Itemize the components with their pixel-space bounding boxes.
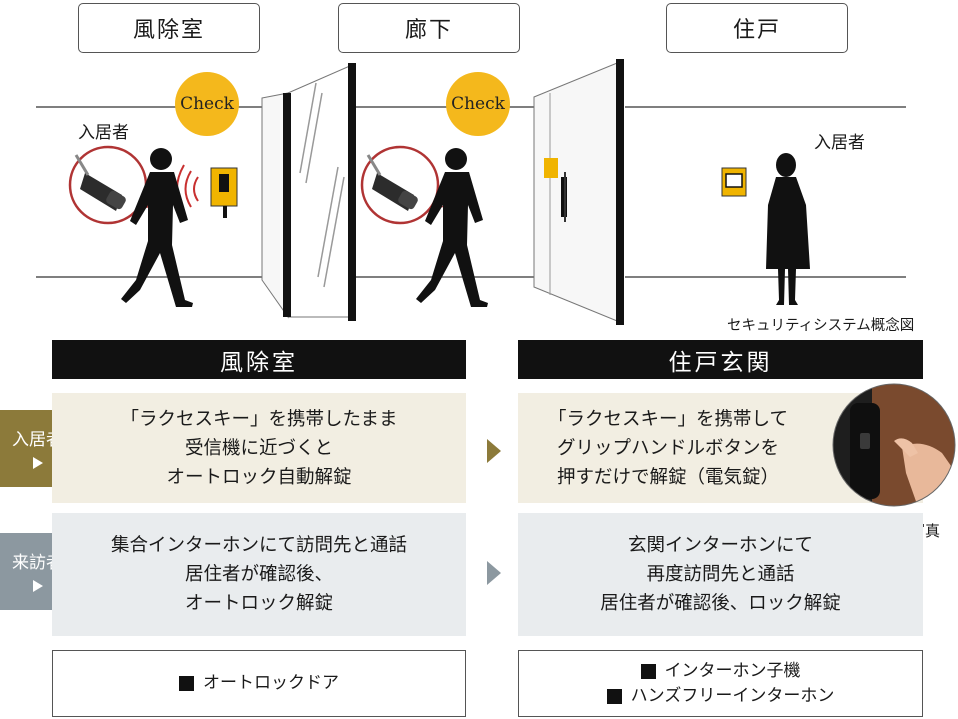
cell-line: 押すだけで解錠（電気錠） <box>556 466 779 488</box>
visitor-unit-entrance-cell: 玄関インターホンにて 再度訪問先と通話 居住者が確認後、ロック解錠 <box>518 513 923 636</box>
check-badge-vestibule: Check <box>175 72 239 136</box>
zone-label-corridor: 廊下 <box>338 3 520 53</box>
standing-resident-silhouette <box>766 153 810 305</box>
resident-label-right: 入居者 <box>814 133 865 153</box>
concept-diagram-caption: セキュリティシステム概念図 <box>727 318 915 334</box>
arrow-right-icon <box>487 439 501 463</box>
cell-line: 居住者が確認後、 <box>184 564 333 585</box>
cell-line: 「ラクセスキー」を携帯して <box>548 408 788 430</box>
play-arrow-icon <box>32 456 43 469</box>
cell-line: オートロック自動解錠 <box>166 466 352 488</box>
row-tag-visitor-label: 来訪者 <box>12 552 63 573</box>
legend-vestibule: オートロックドア <box>52 650 466 717</box>
legend-unit-entrance: インターホン子機 ハンズフリーインターホン <box>518 650 923 717</box>
legend-item: インターホン子機 <box>640 659 801 684</box>
row-tag-resident-label: 入居者 <box>12 429 63 450</box>
arrow-right-icon <box>487 561 501 585</box>
vestibule-wall <box>261 92 289 319</box>
autolock-glass-door <box>283 63 356 321</box>
cell-line: グリップハンドルボタンを <box>556 437 779 459</box>
cell-line: 受信機に近づくと <box>184 437 333 459</box>
legend-item: オートロックドア <box>179 671 339 696</box>
security-scene-illustration <box>36 59 906 325</box>
hands-free-intercom-icon <box>721 167 747 197</box>
check-badge-unit-door: Check <box>446 72 510 136</box>
unit-entrance-door <box>533 59 624 325</box>
legend-item-label: ハンズフリーインターホン <box>630 685 835 706</box>
cell-line: 集合インターホンにて訪問先と通話 <box>110 535 407 556</box>
black-square-icon <box>179 676 194 691</box>
black-square-icon <box>606 688 622 704</box>
column-header-unit-entrance: 住戸玄関 <box>518 340 923 379</box>
legend-item-label: インターホン子機 <box>664 660 801 681</box>
walking-resident-silhouette-left <box>121 148 193 307</box>
zone-label-unit: 住戸 <box>666 3 848 53</box>
legend-item-label: オートロックドア <box>203 673 339 693</box>
column-header-vestibule: 風除室 <box>52 340 466 379</box>
resident-vestibule-cell: 「ラクセスキー」を携帯したまま 受信機に近づくと オートロック自動解錠 <box>52 393 466 503</box>
cell-line: 再度訪問先と通話 <box>646 564 795 585</box>
autolock-receiver-icon <box>210 167 238 218</box>
walking-resident-silhouette-right <box>416 148 488 307</box>
zone-label-vestibule: 風除室 <box>78 3 260 53</box>
grip-handle-reference-photo <box>832 383 956 507</box>
cell-line: 玄関インターホンにて <box>627 535 813 556</box>
visitor-vestibule-cell: 集合インターホンにて訪問先と通話 居住者が確認後、 オートロック解錠 <box>52 513 466 636</box>
resident-label-left: 入居者 <box>78 123 129 143</box>
cell-line: 「ラクセスキー」を携帯したまま <box>120 408 398 430</box>
black-square-icon <box>640 663 656 679</box>
cell-line: オートロック解錠 <box>184 593 333 614</box>
legend-item: ハンズフリーインターホン <box>606 684 835 709</box>
cell-line: 居住者が確認後、ロック解錠 <box>600 593 841 614</box>
play-arrow-icon <box>32 579 43 592</box>
